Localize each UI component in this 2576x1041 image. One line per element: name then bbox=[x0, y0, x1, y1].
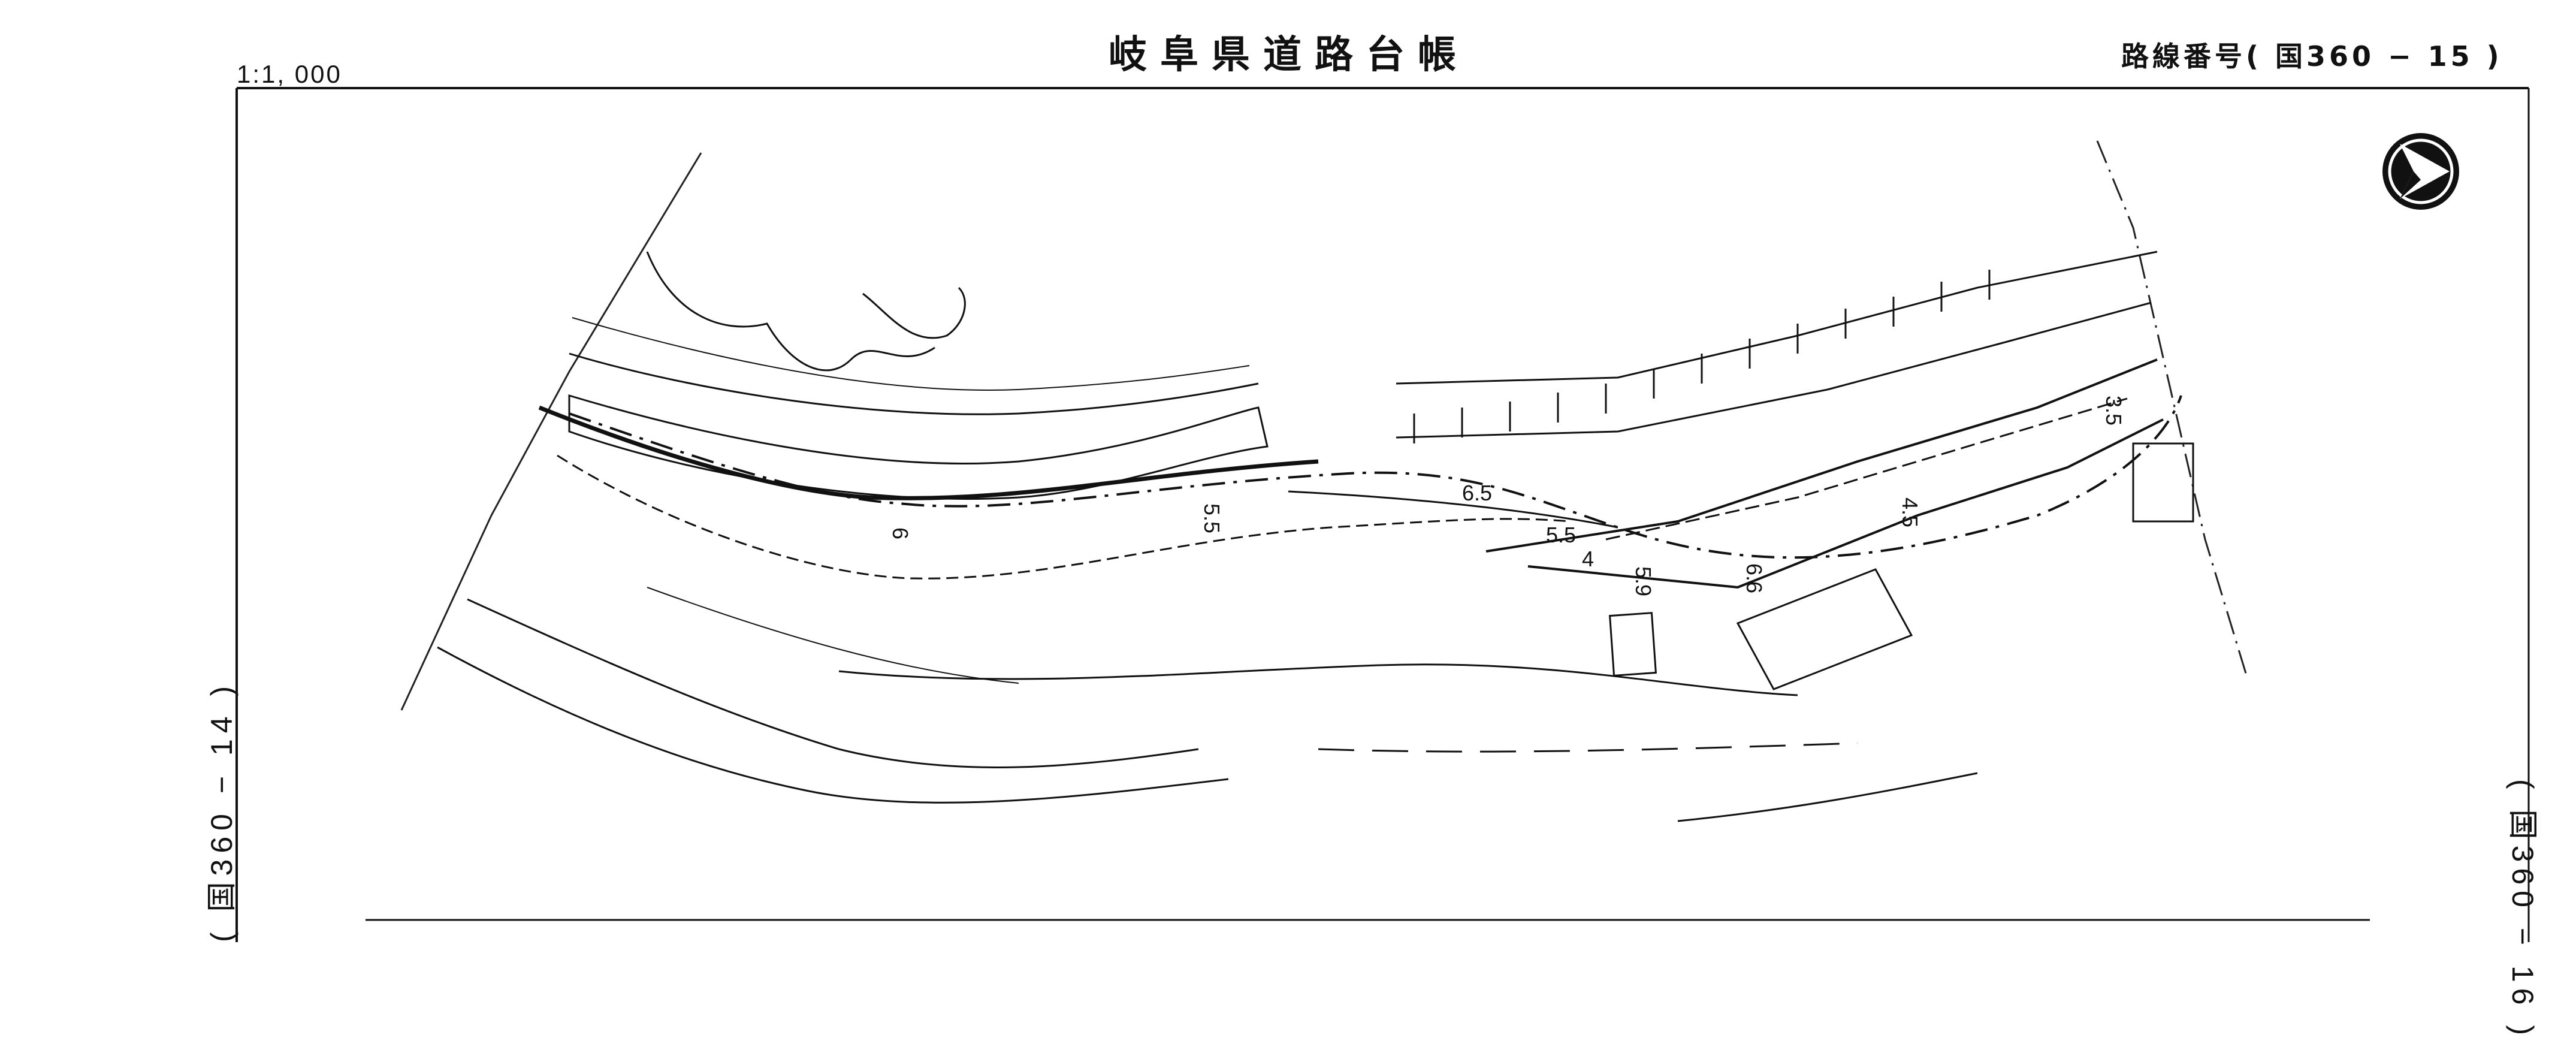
map-edge-right bbox=[2096, 140, 2248, 678]
building-3 bbox=[2132, 442, 2194, 523]
width-label: 5.9 bbox=[1631, 566, 1656, 596]
building-1 bbox=[1608, 612, 1657, 677]
width-label: 6 bbox=[888, 527, 913, 539]
river-bank-north bbox=[1396, 251, 2158, 385]
building-2 bbox=[1736, 568, 1913, 690]
contour-3 bbox=[838, 663, 1798, 696]
width-label: 4.5 bbox=[1898, 497, 1922, 527]
terrain-outline bbox=[646, 251, 935, 372]
map-edge-left bbox=[400, 152, 702, 711]
east-road-edge-south bbox=[1527, 418, 2164, 589]
road-edge-south bbox=[557, 454, 1571, 580]
upper-slope bbox=[568, 394, 1269, 500]
page-title: 岐阜県道路台帳 bbox=[1109, 33, 1469, 77]
route-number: 路線番号( 国360 − 15 ) bbox=[2121, 40, 2503, 73]
road-edge-north bbox=[538, 405, 1319, 500]
width-label: 6.5 bbox=[1462, 481, 1492, 505]
east-road-edge bbox=[1485, 358, 2158, 553]
road-map-drawing: 5.5 6 6.5 5.5 4 5.9 6.6 4.5 3.5 bbox=[235, 87, 2530, 942]
contour-5 bbox=[1677, 772, 1978, 822]
north-arrow-icon bbox=[2382, 133, 2459, 210]
contour-1 bbox=[467, 598, 1199, 768]
width-label: 5.5 bbox=[1200, 503, 1224, 533]
contour-4 bbox=[1318, 742, 1858, 753]
width-label: 5.5 bbox=[1546, 523, 1576, 547]
river-bank-south bbox=[1396, 301, 2152, 439]
road-centerline bbox=[569, 395, 2182, 559]
scale-label: 1:1, 000 bbox=[237, 60, 342, 88]
contour-2 bbox=[437, 646, 1229, 804]
bank-hatching bbox=[1413, 270, 1991, 443]
map-sheet: 岐阜県道路台帳 1:1, 000 路線番号( 国360 − 15 ) ( 国36… bbox=[205, 33, 2539, 1041]
width-label: 3.5 bbox=[2101, 396, 2126, 426]
width-label: 4 bbox=[1582, 547, 1594, 571]
width-label: 6.6 bbox=[1742, 563, 1766, 593]
